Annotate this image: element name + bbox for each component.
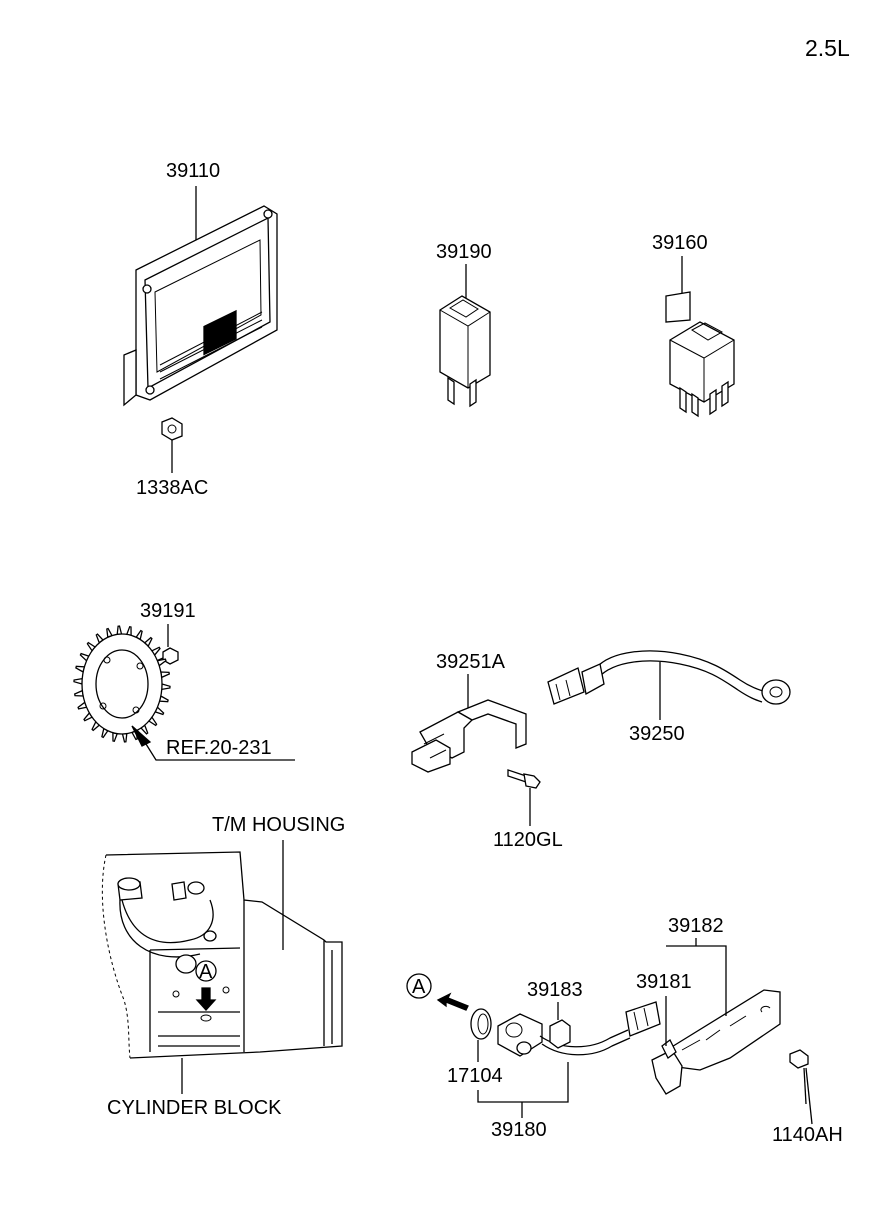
bracket-part-number: 39251A (436, 651, 506, 673)
bolt-39191 (153, 624, 179, 665)
sensor-39181 (651, 996, 683, 1095)
ref-pointer-arrow (131, 725, 295, 761)
view-a-marker (406, 973, 469, 1011)
assembly-bracket-line (477, 1062, 569, 1103)
large-relay-part-number: 39160 (652, 232, 708, 254)
bolt-39183 (549, 1002, 571, 1049)
knock-sensor (547, 650, 791, 720)
bolt-39191-part-number: 39191 (140, 600, 196, 622)
bolt-1140ah-part-number: 1140AH (772, 1124, 843, 1146)
view-marker-letter: A (199, 961, 213, 983)
tm-housing-label: T/M HOUSING (212, 814, 345, 836)
cylinder-block-label: CYLINDER BLOCK (107, 1097, 282, 1119)
small-relay (439, 264, 491, 408)
engine-housing-view (101, 851, 343, 1059)
o-ring (470, 1008, 492, 1062)
o-ring-part-number: 17104 (447, 1065, 503, 1087)
gear-tooth (116, 625, 123, 636)
knock-sensor-part-number: 39250 (629, 723, 685, 745)
crankshaft-position-sensor (497, 1001, 661, 1057)
crank-sensor-assembly-part-number: 39180 (491, 1119, 547, 1141)
bolt-1120gl-part-number: 1120GL (493, 829, 563, 851)
bolt-1120gl (507, 769, 541, 826)
small-relay-part-number: 39190 (436, 241, 492, 263)
gear-tooth (161, 683, 171, 691)
engine-variant-label: 2.5L (805, 35, 850, 61)
gear-tooth (121, 732, 128, 743)
ecu-nut (161, 417, 183, 473)
ecu-part-number: 39110 (166, 160, 220, 182)
view-a-letter: A (412, 976, 426, 998)
gear-tooth (73, 677, 83, 685)
ecu-nut-part-number: 1338AC (136, 477, 208, 499)
bolt-1140ah (789, 1049, 813, 1125)
sensor-39181-part-number: 39181 (636, 971, 692, 993)
sensor-bracket-39182 (669, 989, 781, 1071)
bolt-39183-part-number: 39183 (527, 979, 583, 1001)
ecu-module (123, 186, 278, 407)
ref-label: REF.20-231 (166, 737, 272, 759)
knock-sensor-bracket (411, 674, 527, 773)
large-relay (665, 256, 735, 418)
crank-reluctor-wheel (73, 625, 171, 743)
bracket-39182-leader (666, 945, 727, 1016)
bracket-39182-part-number: 39182 (668, 915, 724, 937)
